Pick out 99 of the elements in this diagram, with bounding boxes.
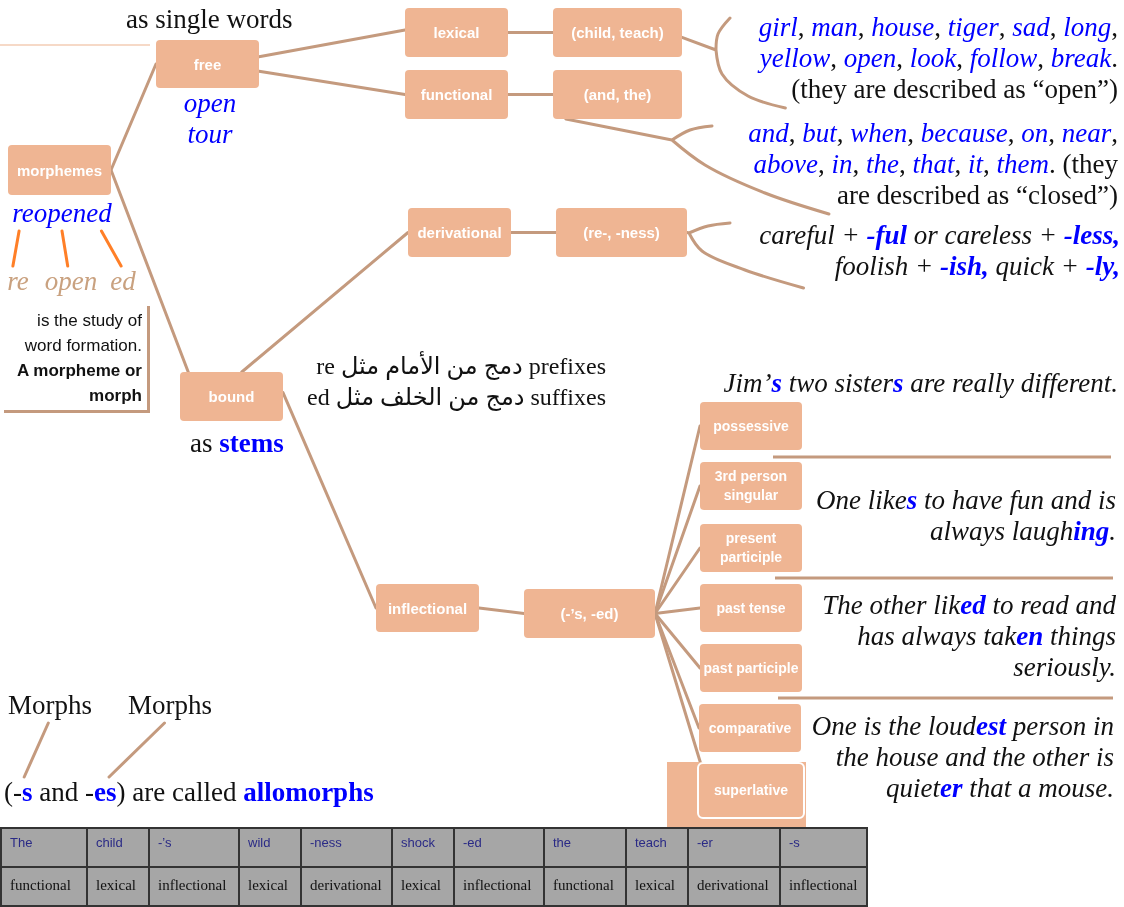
connector-line: [257, 69, 407, 96]
category-box: [697, 762, 805, 819]
table-cell: lexical: [393, 868, 455, 905]
category-label: derivational: [417, 223, 502, 242]
category-label: present participle: [718, 529, 784, 567]
caption-text: as single words: [126, 4, 294, 36]
category-box: [524, 589, 655, 638]
table-cell: -s: [781, 829, 868, 868]
allomorph-sentence: (-s and -es) are called allomorphs: [4, 777, 408, 811]
table-cell: The: [2, 829, 88, 868]
category-box: [700, 524, 802, 572]
category-box: [556, 208, 687, 257]
category-box: [553, 8, 682, 57]
category-label: (child, teach): [571, 23, 664, 42]
table-cell: lexical: [88, 868, 150, 905]
annotation-word: Morphs: [8, 690, 104, 723]
example-sentence: One is the loudest person in the house and the other is quieter that a mouse.: [810, 711, 1114, 805]
table-cell: teach: [627, 829, 689, 868]
example-sentence: Jim’s two sisters are really different.: [722, 368, 1118, 400]
table-cell: inflectional: [150, 868, 240, 905]
category-label: inflectional: [387, 598, 468, 618]
category-label: morphemes: [17, 160, 102, 180]
table-cell: the: [545, 829, 627, 868]
table-cell: derivational: [689, 868, 781, 905]
category-label: past participle: [703, 658, 799, 678]
category-label: lexical: [433, 23, 480, 42]
category-label: (-’s, -ed): [560, 604, 619, 623]
table-cell: -’s: [150, 829, 240, 868]
connector-line: [240, 231, 410, 374]
example-list: careful + -ful or careless + -less, foolish + -ish, quick + -ly,: [734, 220, 1120, 288]
example-word: reopened: [4, 198, 120, 231]
definition-text: A morpheme or morph: [16, 360, 142, 407]
example-word: open tour: [182, 88, 238, 151]
example-list: and, but, when, because, on, near, above, in, the, that, it, them. (they are described as “closed”): [722, 118, 1118, 214]
category-label: 3rd person singular: [713, 467, 789, 505]
leader-line: [107, 721, 166, 779]
category-label: bound: [208, 387, 255, 406]
affix-note: suffixes دمج من الخلف مثل ed: [306, 383, 606, 413]
leader-line: [60, 229, 70, 268]
affix-note: prefixes دمج من الأمام مثل re: [315, 350, 606, 382]
table-cell: -ness: [302, 829, 393, 868]
category-label: free: [193, 54, 222, 74]
category-box: [700, 584, 802, 632]
category-label: (re-, -ness): [583, 223, 660, 242]
caption-text: as stems: [190, 428, 285, 460]
category-label: possessive: [713, 416, 789, 436]
backing-block: [667, 762, 806, 827]
table-cell: functional: [2, 868, 88, 905]
table-cell: functional: [545, 868, 627, 905]
category-box: [8, 145, 111, 195]
leader-line: [99, 229, 123, 268]
table-cell: -er: [689, 829, 781, 868]
connector-line: [506, 31, 555, 34]
category-label: functional: [420, 85, 493, 104]
brace-connector: [564, 117, 831, 216]
brace-connector: [685, 221, 805, 290]
category-box: [408, 208, 511, 257]
example-sentence: The other liked to read and has always taken things seriously.: [821, 590, 1116, 684]
table-cell: inflectional: [455, 868, 545, 905]
note-text: is the study of word formation.: [23, 310, 142, 357]
note-bracket: [4, 306, 150, 413]
example-list: girl, man, house, tiger, sad, long, yellow, open, look, follow, break. (they are described as “open”): [722, 12, 1118, 108]
category-label: superlative: [714, 781, 788, 800]
table-cell: wild: [240, 829, 302, 868]
connector-line: [109, 168, 190, 374]
morpheme-part: ed: [104, 266, 142, 298]
leader-line: [11, 229, 21, 268]
connector-line: [506, 93, 555, 96]
connector-line: [509, 231, 558, 234]
category-label: past tense: [716, 598, 786, 618]
table-cell: derivational: [302, 868, 393, 905]
category-box: [376, 584, 479, 632]
table-cell: -ed: [455, 829, 545, 868]
morpheme-part: open: [38, 266, 104, 298]
table-cell: shock: [393, 829, 455, 868]
category-box: [180, 372, 283, 421]
morpheme-part: re: [1, 266, 35, 298]
category-box: [700, 462, 802, 510]
example-sentence: One likes to have fun and is always laughing.: [815, 485, 1116, 548]
table-cell: child: [88, 829, 150, 868]
connector-line: [257, 28, 407, 59]
table-cell-text: inflectional: [788, 876, 859, 895]
category-label: comparative: [708, 718, 792, 738]
annotation-word: Morphs: [128, 690, 224, 723]
category-box: [405, 8, 508, 57]
category-box: [700, 644, 802, 692]
brace-connector: [680, 16, 787, 110]
connector-line: [281, 391, 378, 610]
category-box: [156, 40, 259, 88]
category-box: [553, 70, 682, 119]
connector-line: [109, 62, 158, 172]
category-box: [699, 704, 801, 752]
connector-line: [477, 606, 526, 615]
table-cell: lexical: [240, 868, 302, 905]
table-cell: lexical: [627, 868, 689, 905]
category-box: [405, 70, 508, 119]
leader-line: [22, 721, 50, 779]
category-label: (and, the): [583, 85, 652, 104]
category-box: [700, 402, 802, 450]
